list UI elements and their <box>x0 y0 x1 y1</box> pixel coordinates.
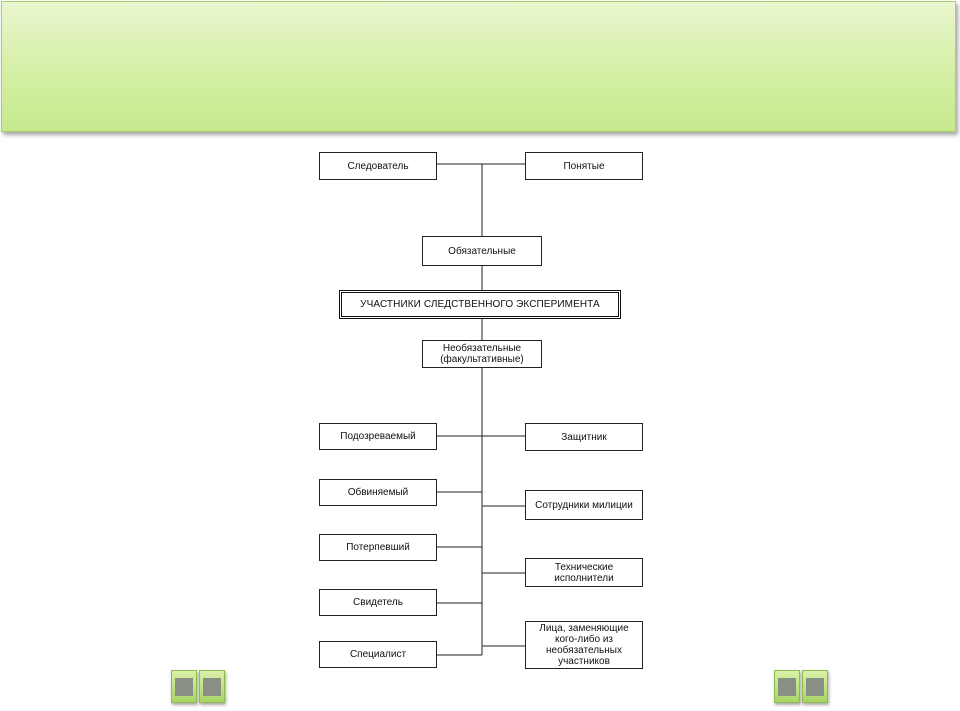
next-button[interactable] <box>802 670 828 703</box>
box-victim-label: Потерпевший <box>346 542 410 553</box>
box-witnesses-attesting: Понятые <box>525 152 643 180</box>
box-technical-performers: Технические исполнители <box>525 558 643 587</box>
back-button[interactable] <box>199 670 225 703</box>
box-optional-label: Необязательные (факультативные) <box>440 343 524 365</box>
home-icon <box>175 677 193 696</box>
box-suspect-label: Подозреваемый <box>340 431 416 442</box>
box-police-officers: Сотрудники милиции <box>525 490 643 520</box>
box-police-officers-label: Сотрудники милиции <box>535 499 633 511</box>
next-arrow-icon <box>806 677 824 696</box>
box-defender-label: Защитник <box>561 431 607 443</box>
box-accused: Обвиняемый <box>319 479 437 506</box>
box-suspect: Подозреваемый <box>319 423 437 450</box>
home-button[interactable] <box>171 670 197 703</box>
box-specialist: Специалист <box>319 641 437 668</box>
previous-button[interactable] <box>774 670 800 703</box>
box-optional: Необязательные (факультативные) <box>422 340 542 368</box>
box-defender: Защитник <box>525 423 643 451</box>
box-victim: Потерпевший <box>319 534 437 561</box>
back-arrow-icon <box>203 677 221 696</box>
box-witness-label: Свидетель <box>353 597 403 608</box>
box-main-label: УЧАСТНИКИ СЛЕДСТВЕННОГО ЭКСПЕРИМЕНТА <box>360 299 600 310</box>
title-banner <box>1 1 956 132</box>
box-mandatory-label: Обязательные <box>448 245 516 257</box>
box-specialist-label: Специалист <box>349 649 407 660</box>
box-substitute-persons-label: Лица, заменяющие кого-либо из необязател… <box>539 623 629 667</box>
box-mandatory: Обязательные <box>422 236 542 266</box>
box-witness: Свидетель <box>319 589 437 616</box>
previous-icon <box>778 677 796 696</box>
box-main-participants: УЧАСТНИКИ СЛЕДСТВЕННОГО ЭКСПЕРИМЕНТА <box>339 290 621 319</box>
box-investigator: Следователь <box>319 152 437 180</box>
box-witnesses-attesting-label: Понятые <box>563 160 605 172</box>
box-investigator-label: Следователь <box>347 160 409 172</box>
box-substitute-persons: Лица, заменяющие кого-либо из необязател… <box>525 621 643 669</box>
participants-diagram: Следователь Понятые Обязательные УЧАСТНИ… <box>314 147 647 670</box>
connector-lines <box>437 163 525 656</box>
box-technical-performers-label: Технические исполнители <box>554 561 614 584</box>
box-accused-label: Обвиняемый <box>347 487 409 498</box>
